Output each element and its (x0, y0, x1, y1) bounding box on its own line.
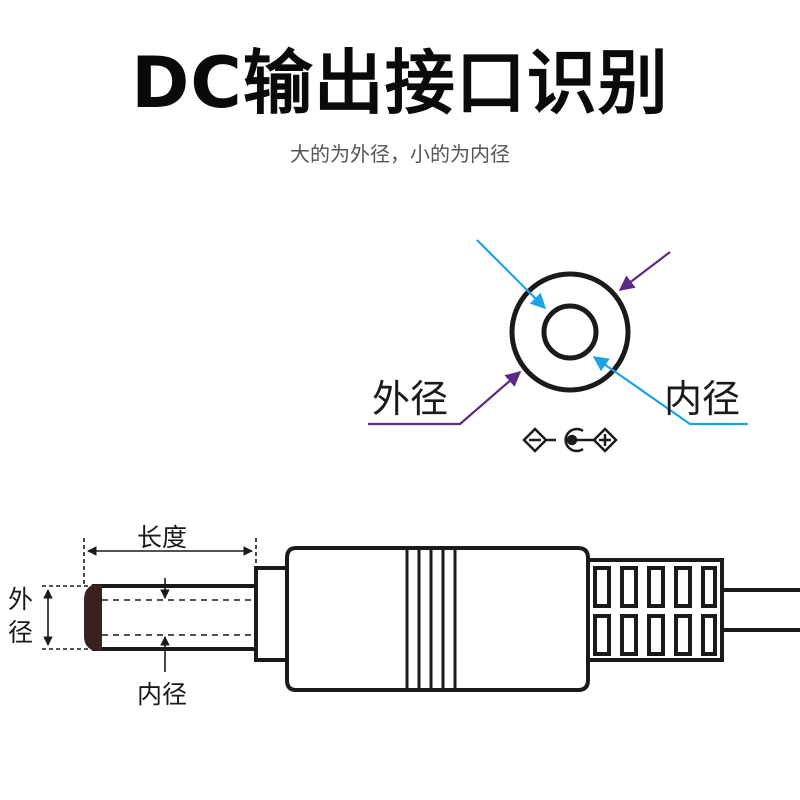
plug-side-view (84, 546, 800, 692)
cable (722, 588, 800, 632)
outer-arrow-top-right (618, 251, 671, 291)
outer-arrow-bottom-left (368, 370, 522, 426)
length-dimension (83, 538, 257, 584)
outer-diameter-label-top: 外 (8, 585, 33, 614)
page-title: DC输出接口识别 (131, 42, 669, 124)
inner-arrow-bottom-right (592, 356, 748, 426)
plug-barrel (92, 584, 256, 651)
length-label: 长度 (137, 523, 187, 552)
plug-tip (84, 583, 102, 652)
jack-outer-label: 外径 (372, 377, 448, 421)
jack-inner-ring (541, 303, 599, 361)
plug-collar (254, 566, 289, 662)
jack-outer-ring (509, 271, 631, 393)
housing-grip-rings (405, 548, 457, 690)
outer-diameter-dimension (42, 585, 92, 650)
jack-end-view: 外径 内径 (368, 239, 748, 453)
inner-diameter-label: 内径 (137, 680, 187, 709)
polarity-icon (522, 427, 618, 453)
page-subtitle: 大的为外径，小的为内径 (290, 142, 510, 166)
jack-inner-label: 内径 (664, 377, 740, 421)
inner-arrow-top-left (476, 239, 547, 310)
strain-relief (583, 558, 724, 662)
outer-diameter-label-bottom: 径 (8, 618, 33, 647)
plug-housing (285, 546, 590, 692)
